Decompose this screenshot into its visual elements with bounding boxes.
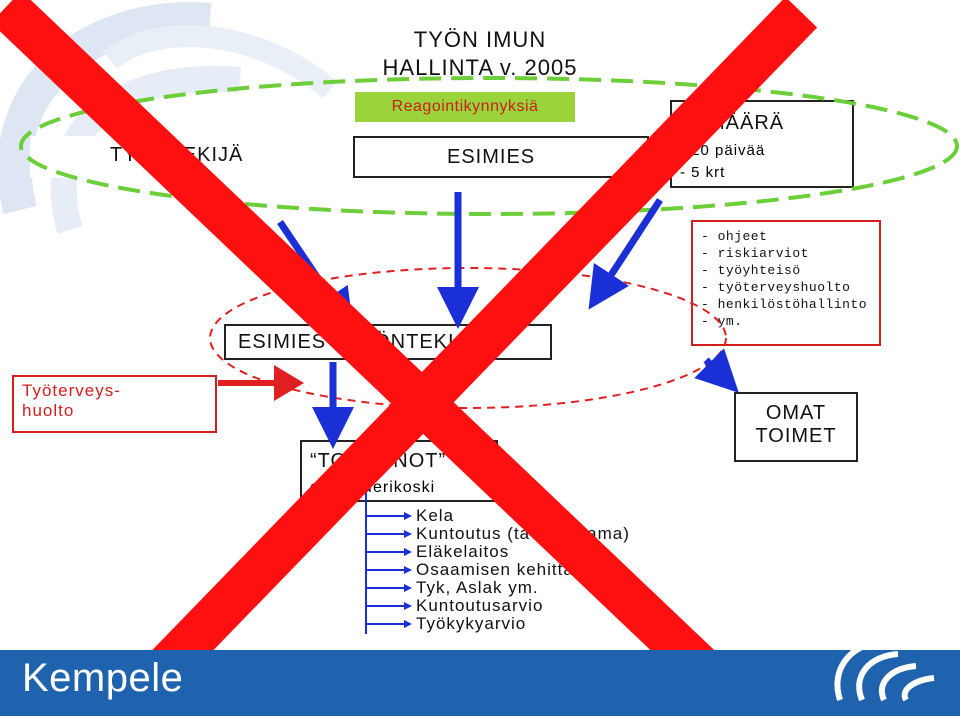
measure-arrowhead bbox=[404, 620, 412, 628]
resource-item: - riskiarviot bbox=[701, 246, 809, 261]
supervisor-label: ESIMIES bbox=[447, 146, 536, 168]
resources-box: - ohjeet - riskiarviot - työyhteisö - työte… bbox=[691, 220, 881, 346]
own-actions-line-2: TOIMET bbox=[755, 425, 837, 447]
resources-list: - ohjeet - riskiarviot - työyhteisö - työte… bbox=[701, 228, 879, 330]
measure-arrowhead bbox=[404, 602, 412, 610]
measure-item: Tyk, Aslak ym. bbox=[416, 578, 539, 597]
measure-arrows bbox=[366, 512, 412, 628]
measure-item: Kela bbox=[416, 506, 455, 525]
measure-arrowhead bbox=[404, 512, 412, 520]
footer-bar bbox=[0, 650, 960, 716]
resource-item: - työterveyshuolto bbox=[701, 280, 851, 295]
measure-arrowhead bbox=[404, 530, 412, 538]
threshold-label: Reagointikynnyksiä bbox=[355, 92, 575, 122]
resource-item: - työyhteisö bbox=[701, 263, 801, 278]
resource-item: - ym. bbox=[701, 314, 743, 329]
own-actions-box: OMAT TOIMET bbox=[734, 392, 858, 462]
measure-item: Työkykyarvio bbox=[416, 614, 527, 633]
occupational-health-line-2: huolto bbox=[22, 401, 75, 420]
cross-line-2 bbox=[118, 0, 818, 716]
measure-item: Kuntoutusarvio bbox=[416, 596, 544, 615]
occupational-health-box: Työterveys- huolto bbox=[12, 375, 217, 433]
title-line-2: HALLINTA v. 2005 bbox=[382, 55, 578, 80]
footer-logo-text: Kempele bbox=[22, 656, 184, 700]
arrow-quantity-to-pair bbox=[588, 198, 663, 310]
measure-arrowhead bbox=[404, 584, 412, 592]
wave-emblem-icon bbox=[834, 639, 935, 702]
pair-ellipse bbox=[209, 267, 727, 409]
measure-arrowhead bbox=[404, 566, 412, 574]
resource-item: - henkilöstöhallinto bbox=[701, 297, 868, 312]
own-actions-line-1: OMAT bbox=[765, 402, 827, 424]
measure-arrowhead bbox=[404, 548, 412, 556]
occupational-health-line-1: Työterveys- bbox=[22, 381, 121, 400]
cross-line-1 bbox=[0, 0, 750, 716]
arrow-to-own-actions bbox=[694, 348, 739, 393]
resource-item: - ohjeet bbox=[701, 229, 768, 244]
swirl-shape bbox=[103, 25, 338, 99]
diagram-title: TYÖN IMUN HALLINTA v. 2005 bbox=[365, 26, 595, 82]
quantity-line-2: - 5 krt bbox=[680, 164, 726, 181]
threshold-ellipse bbox=[19, 76, 959, 216]
title-line-1: TYÖN IMUN bbox=[413, 27, 547, 52]
measure-item: Eläkelaitos bbox=[416, 542, 510, 561]
